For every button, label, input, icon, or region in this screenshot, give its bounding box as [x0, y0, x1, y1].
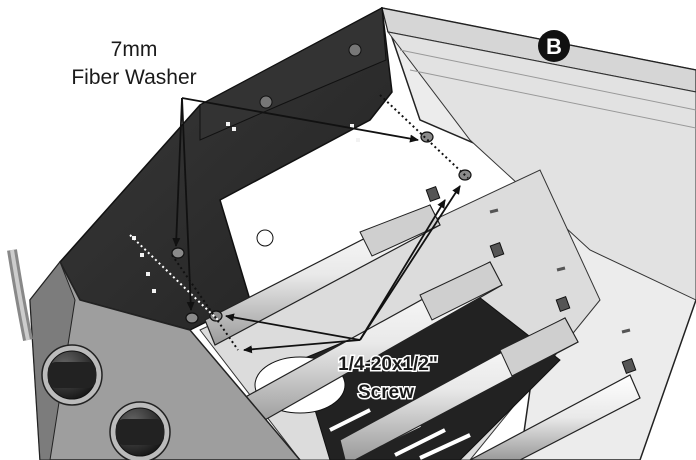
burner-knob-1	[41, 344, 103, 406]
washer-type-label: Fiber Washer	[71, 66, 196, 89]
screw-arrow-2	[243, 339, 361, 354]
burner-tube-2	[239, 261, 503, 426]
back-panel	[59, 6, 393, 331]
washer-callout: 7mm Fiber Washer	[71, 38, 196, 89]
washer-arrow-1	[172, 97, 183, 247]
step-badge: B	[538, 30, 570, 62]
burner-tube-3	[339, 317, 579, 460]
panel-hole	[256, 229, 274, 247]
fasteners	[129, 94, 472, 351]
screw-arrow-4	[359, 185, 461, 341]
washer-size-label: 7mm	[111, 38, 158, 61]
step-badge-letter: B	[546, 34, 562, 59]
washer-left-upper	[185, 312, 199, 324]
washer-right	[420, 131, 434, 143]
screw-head-left	[209, 310, 223, 322]
control-panel	[7, 249, 301, 460]
burner-tube-4	[469, 374, 641, 460]
screw-size-label: 1/4-20x1/2"	[338, 354, 438, 375]
screw-arrow-1	[225, 313, 361, 341]
burner-tubes	[204, 186, 641, 460]
leader-lines	[172, 97, 461, 354]
right-side-wall	[380, 7, 696, 460]
screw-type-label: Screw	[358, 382, 414, 403]
washer-left-lower	[171, 247, 185, 259]
burner-knob-2	[109, 401, 171, 460]
washer-arrow-3	[181, 97, 419, 143]
screw-callout: 1/4-20x1/2" Screw	[337, 353, 440, 405]
burner-tube-1	[204, 204, 441, 346]
washer-arrow-2	[181, 97, 195, 311]
